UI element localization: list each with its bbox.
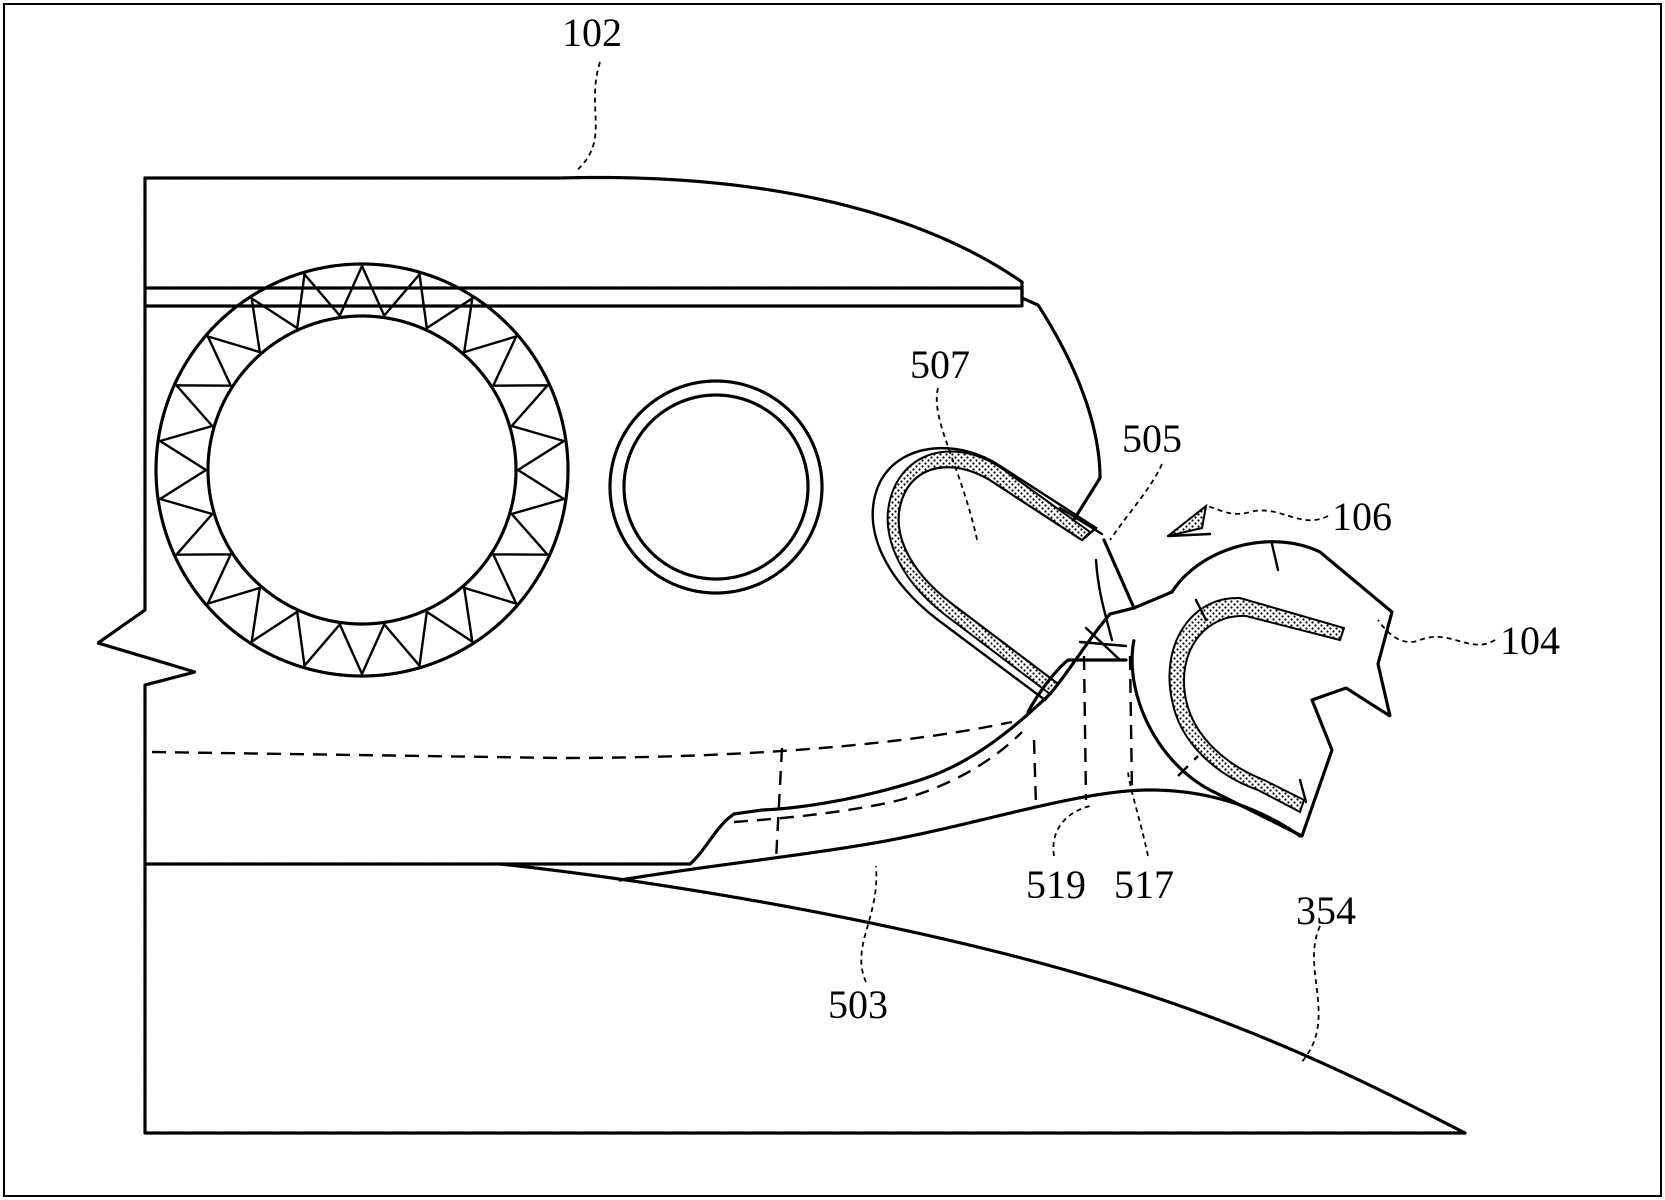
label-102: 102 (562, 10, 622, 55)
arrow-106 (1168, 506, 1210, 536)
label-507: 507 (910, 342, 970, 387)
label-354: 354 (1296, 888, 1356, 933)
small-ring (610, 381, 822, 593)
label-503: 503 (828, 982, 888, 1027)
label-104: 104 (1500, 618, 1560, 663)
ring-teeth (160, 266, 564, 674)
label-106: 106 (1332, 494, 1392, 539)
label-505: 505 (1122, 416, 1182, 461)
leader-lines (575, 62, 1495, 1064)
toothed-ring (156, 264, 568, 676)
label-517: 517 (1114, 862, 1174, 907)
label-519: 519 (1026, 862, 1086, 907)
